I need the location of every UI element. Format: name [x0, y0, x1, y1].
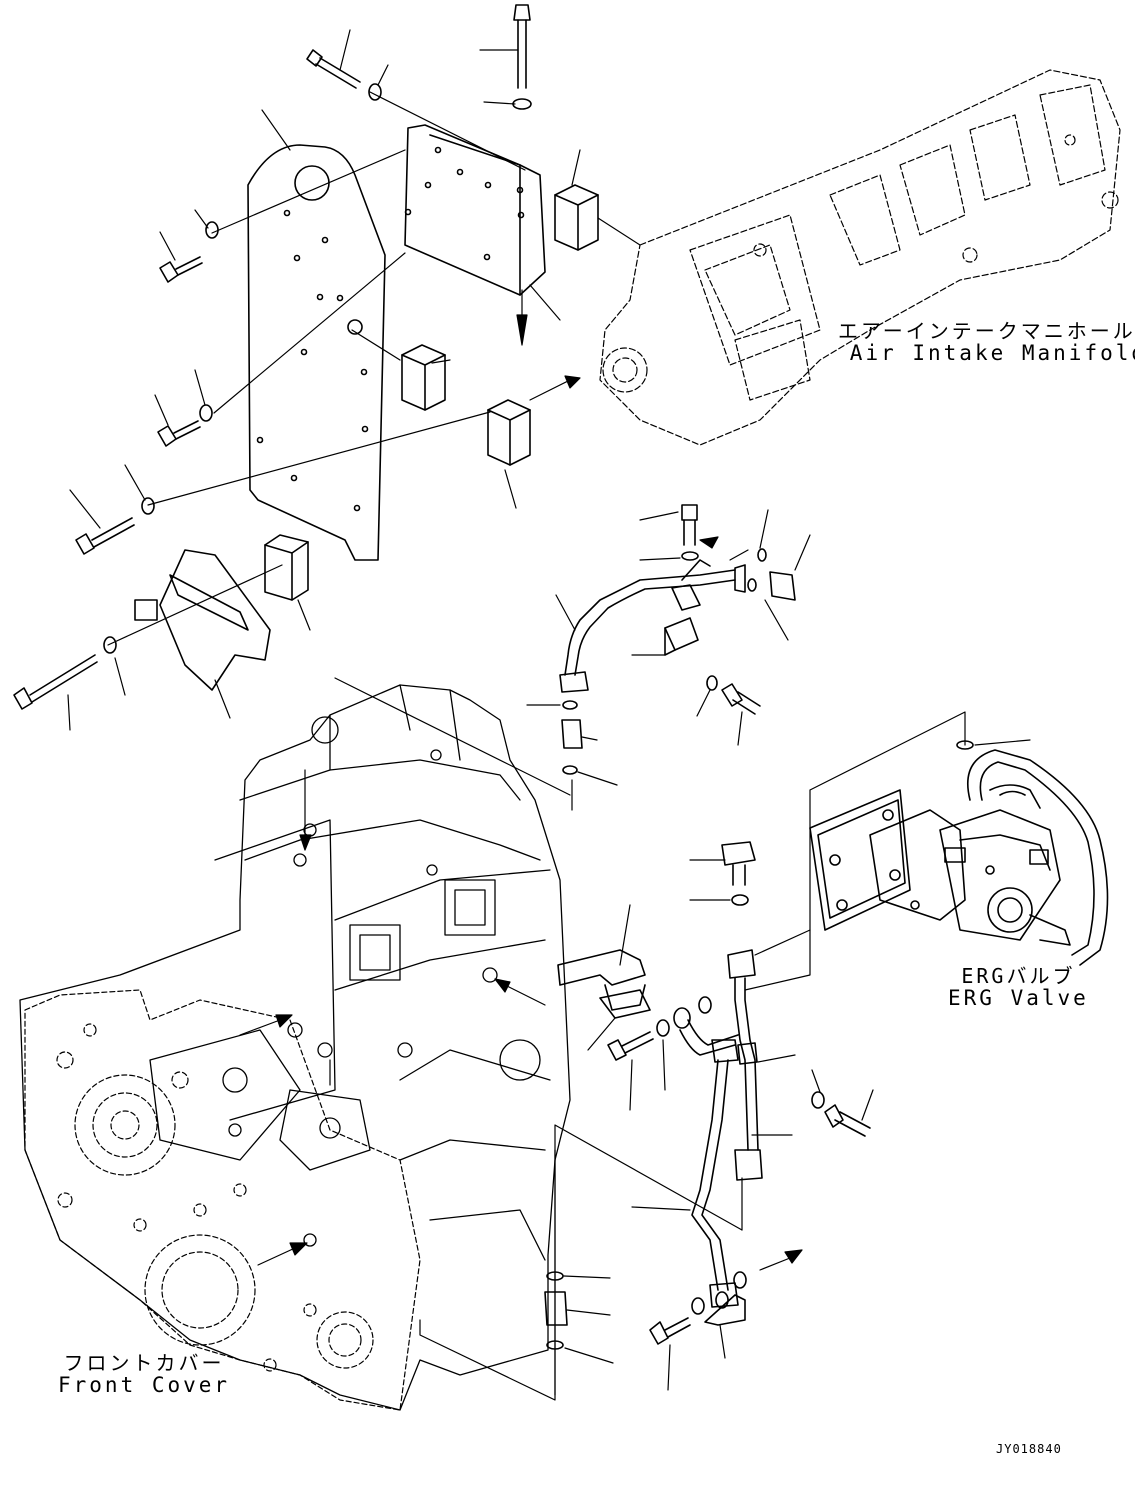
air-intake-manifold-label-en: Air Intake Manifold [849, 341, 1135, 365]
front-cover-label-ja: フロントカバー [63, 1351, 225, 1375]
drawing-reference-code: JY018840 [996, 1442, 1062, 1456]
erg-valve-label-ja: ERGバルブ [961, 964, 1076, 988]
air-intake-manifold [599, 69, 1121, 446]
bolts-upper [13, 4, 532, 710]
spacer-blocks [264, 184, 599, 601]
air-intake-manifold-label: エアーインテークマニホールド Air Intake Manifold [838, 320, 1135, 365]
leader-lines-pipe [526, 509, 811, 811]
front-cover-label: フロントカバー Front Cover [58, 1352, 230, 1397]
front-cover [24, 989, 421, 1411]
lower-bracket [134, 549, 271, 691]
lower-pipe-assembly [544, 841, 871, 1350]
upper-pipe-assembly [559, 504, 796, 775]
erg-valve [809, 740, 1109, 966]
erg-valve-label-en: ERG Valve [948, 986, 1089, 1010]
leader-lines-upper [67, 29, 641, 731]
erg-leaders [744, 711, 1031, 991]
mounting-bracket [404, 124, 546, 296]
engine-block [19, 684, 571, 1411]
mounting-plate [247, 144, 386, 561]
front-cover-label-en: Front Cover [58, 1373, 231, 1397]
leader-lines-lower [563, 859, 874, 1391]
engine-arrows [239, 677, 743, 1401]
air-intake-manifold-label-ja: エアーインテークマニホールド [838, 319, 1135, 343]
erg-valve-label: ERGバルブ ERG Valve [948, 965, 1089, 1010]
